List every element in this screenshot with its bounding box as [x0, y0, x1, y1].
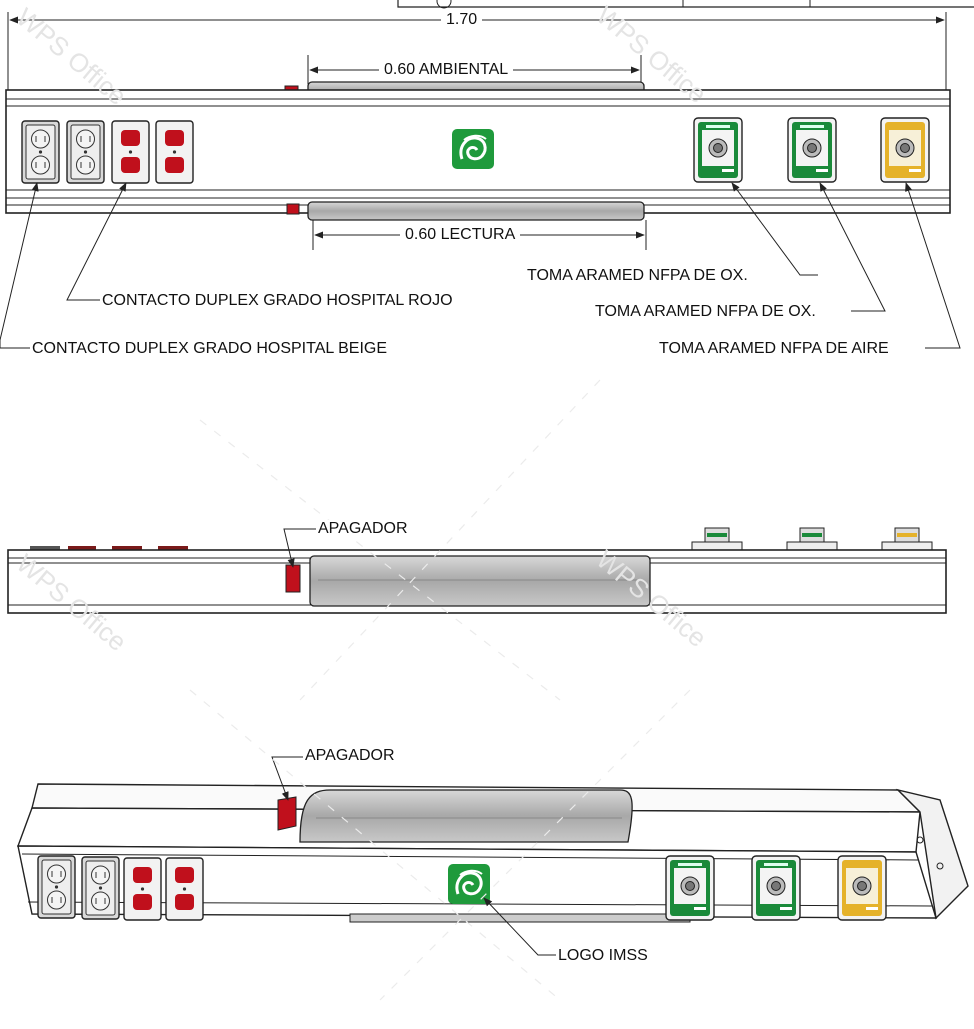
iso-rocker-switch [277, 796, 297, 831]
rocker-switch [285, 564, 301, 593]
red-receptacle-1 [111, 120, 150, 184]
iso-beige-receptacle-1 [37, 855, 76, 919]
air-outlet [880, 117, 930, 183]
iso-oxygen-outlet-1 [665, 855, 715, 921]
air-outlet-callout: TOMA ARAMED NFPA DE AIRE [659, 340, 889, 358]
outlet-top-3 [881, 527, 933, 551]
reading-dimension-label: 0.60 LECTURA [400, 226, 521, 244]
beige-receptacle-callout: CONTACTO DUPLEX GRADO HOSPITAL BEIGE [32, 340, 388, 358]
iso-imss-logo-icon [446, 862, 492, 906]
switch-callout-iso: APAGADOR [305, 747, 395, 765]
oxygen-outlet-callout-2: TOMA ARAMED NFPA DE OX. [595, 303, 816, 321]
iso-beige-receptacle-2 [81, 856, 120, 920]
red-receptacle-2 [155, 120, 194, 184]
iso-oxygen-outlet-2 [751, 855, 801, 921]
isometric-view [16, 756, 969, 956]
iso-air-outlet [837, 855, 887, 921]
imss-logo-icon [450, 127, 496, 171]
ambient-dimension-label: 0.60 AMBIENTAL [379, 61, 514, 79]
iso-red-receptacle-2 [165, 857, 204, 921]
side-view [7, 527, 947, 614]
outlet-top-2 [786, 527, 838, 551]
red-receptacle-callout: CONTACTO DUPLEX GRADO HOSPITAL ROJO [102, 292, 453, 310]
switch-callout-side: APAGADOR [318, 520, 408, 538]
oxygen-outlet-callout-1: TOMA ARAMED NFPA DE OX. [527, 267, 748, 285]
iso-red-receptacle-1 [123, 857, 162, 921]
outlet-top-1 [691, 527, 743, 551]
beige-receptacle-2 [66, 120, 105, 184]
watermark-lines [189, 379, 691, 1001]
oxygen-outlet-1 [693, 117, 743, 183]
beige-receptacle-1 [21, 120, 60, 184]
front-view [0, 0, 974, 349]
total-width-label: 1.70 [441, 11, 483, 29]
oxygen-outlet-2 [787, 117, 837, 183]
logo-callout: LOGO IMSS [558, 947, 648, 965]
